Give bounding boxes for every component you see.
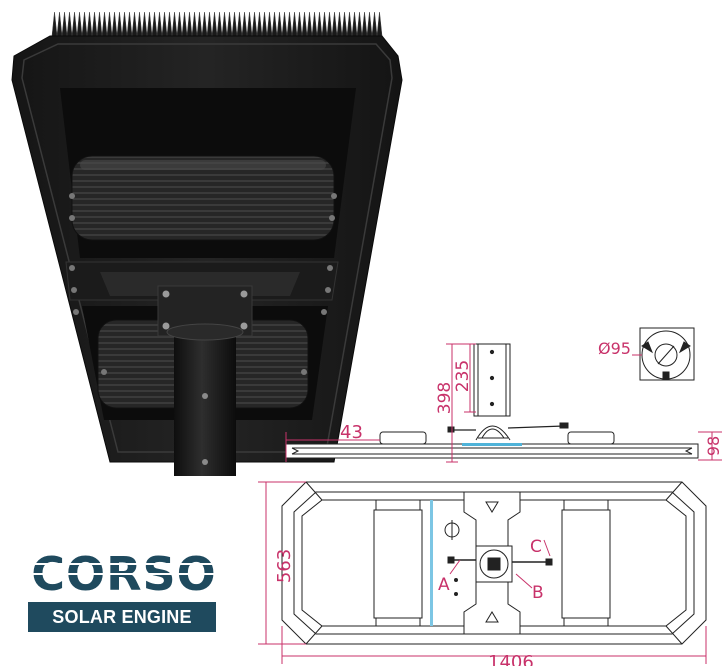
heat-sink-fin xyxy=(206,11,213,37)
heat-sink-fin xyxy=(281,11,288,37)
heat-sink-fin xyxy=(176,11,183,37)
heat-sink-fin xyxy=(266,11,273,37)
heat-sink-fin xyxy=(56,11,63,37)
dim-thickness: 98 xyxy=(704,436,722,456)
side-view-drawing xyxy=(285,343,699,459)
heat-sink-fin xyxy=(271,11,278,37)
heat-sink-fin xyxy=(356,11,363,37)
mounting-pole xyxy=(174,330,236,476)
top-view-dimensions xyxy=(258,481,707,664)
brand-wordmark: CORSO xyxy=(28,547,220,598)
heat-sink-fin xyxy=(146,11,153,37)
callout-a: A xyxy=(438,575,450,595)
heat-sink-fin xyxy=(201,11,208,37)
bracket-bolts xyxy=(162,290,248,330)
callout-leaders xyxy=(449,539,551,589)
heat-sink-fin xyxy=(371,11,378,37)
heat-sink-fin xyxy=(236,11,243,37)
heat-sink-fin xyxy=(316,11,323,37)
heat-sink-fin xyxy=(216,11,223,37)
heat-sink-fin xyxy=(156,11,163,37)
housing-screws xyxy=(69,193,337,375)
heat-sink-fin xyxy=(261,11,268,37)
dim-width: 563 xyxy=(274,549,295,583)
heat-sink-fin xyxy=(191,11,198,37)
heat-sink-fin xyxy=(346,11,353,37)
mount-detail-drawing xyxy=(639,327,695,381)
heat-sink-fin xyxy=(151,11,158,37)
pole-bolts xyxy=(202,393,208,465)
heat-sink-fin xyxy=(106,11,113,37)
heat-sink-fin xyxy=(171,11,178,37)
heat-sink-fin xyxy=(141,11,148,37)
heat-sink-fin xyxy=(161,11,168,37)
heat-sink-fin xyxy=(286,11,293,37)
heat-sink-fin xyxy=(326,11,333,37)
top-view-drawing xyxy=(281,481,707,645)
dim-side-offset: 43 xyxy=(340,422,363,443)
heat-sink-fin xyxy=(256,11,263,37)
heat-sink-fin xyxy=(276,11,283,37)
dim-mount-diameter: Ø95 xyxy=(598,339,631,358)
heat-sink-fin xyxy=(111,11,118,37)
heat-sink-fin xyxy=(296,11,303,37)
heat-sink-fin xyxy=(81,11,88,37)
heat-sink-fin xyxy=(221,11,228,37)
heat-sink-fin xyxy=(76,11,83,37)
brand-tagline: SOLAR ENGINE xyxy=(28,602,216,632)
heat-sink-fin xyxy=(231,11,238,37)
heat-sink-fin xyxy=(321,11,328,37)
heat-sink-fin xyxy=(291,11,298,37)
heat-sink-fin xyxy=(86,11,93,37)
heat-sink-fin xyxy=(71,11,78,37)
dim-bracket-height: 235 xyxy=(453,360,473,392)
heat-sink-fin xyxy=(126,11,133,37)
heat-sink-fin xyxy=(66,11,73,37)
heat-sink-fin xyxy=(246,11,253,37)
heat-sink-fin xyxy=(101,11,108,37)
heat-sink-fin xyxy=(226,11,233,37)
heat-sink-fin xyxy=(91,11,98,37)
heat-sink-fin xyxy=(181,11,188,37)
heat-sink-fin xyxy=(361,11,368,37)
heat-sink-fin xyxy=(186,11,193,37)
heat-sink-fins xyxy=(51,11,383,37)
heat-sink-fin xyxy=(166,11,173,37)
brand-wordmark-text: CORSO xyxy=(31,547,217,598)
heat-sink-fin xyxy=(336,11,343,37)
dim-length: 1406 xyxy=(488,652,534,666)
heat-sink-fin xyxy=(366,11,373,37)
heat-sink-fin xyxy=(341,11,348,37)
heat-sink-fin xyxy=(116,11,123,37)
heat-sink-fin xyxy=(196,11,203,37)
heat-sink-fin xyxy=(301,11,308,37)
heat-sink-fin xyxy=(311,11,318,37)
heat-sink-fin xyxy=(121,11,128,37)
heat-sink-fin xyxy=(376,11,383,37)
callout-b: B xyxy=(532,583,544,603)
heat-sink-fin xyxy=(251,11,258,37)
heat-sink-fin xyxy=(306,11,313,37)
top-view-led-strip xyxy=(430,500,433,626)
side-view-dimensions xyxy=(285,343,722,463)
heat-sink-fin xyxy=(241,11,248,37)
pole-clamp xyxy=(166,323,244,341)
heat-sink-fin xyxy=(61,11,68,37)
brand-logo: CORSO SOLAR ENGINE xyxy=(28,546,220,632)
heat-sink-fin xyxy=(51,11,58,37)
callout-c: C xyxy=(530,537,542,557)
upper-battery-highlight xyxy=(80,160,326,170)
heat-sink-fin xyxy=(211,11,218,37)
heat-sink-fin xyxy=(351,11,358,37)
heat-sink-fin xyxy=(331,11,338,37)
heat-sink-fin xyxy=(96,11,103,37)
wordmark-stripes xyxy=(28,563,220,575)
dim-pole-height: 398 xyxy=(435,382,455,414)
heat-sink-fin xyxy=(136,11,143,37)
heat-sink-fin xyxy=(131,11,138,37)
fixture-render xyxy=(11,11,403,476)
